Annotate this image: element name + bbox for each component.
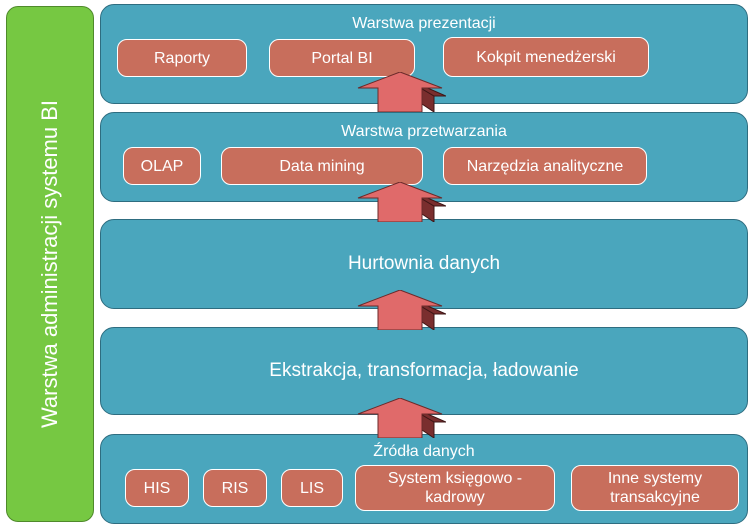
presentation-layer-title: Warstwa prezentacji bbox=[352, 15, 496, 32]
box-portal-bi: Portal BI bbox=[269, 39, 415, 77]
processing-layer: Warstwa przetwarzania OLAP Data mining N… bbox=[100, 112, 748, 202]
etl-layer-title: Ekstrakcja, transformacja, ładowanie bbox=[269, 360, 579, 381]
admin-layer-label: Warstwa administracji systemu BI bbox=[37, 99, 62, 429]
etl-layer: Ekstrakcja, transformacja, ładowanie bbox=[100, 327, 748, 415]
box-his: HIS bbox=[125, 469, 189, 507]
presentation-layer: Warstwa prezentacji Raporty Portal BI Ko… bbox=[100, 4, 748, 104]
admin-layer-bar: Warstwa administracji systemu BI bbox=[6, 6, 94, 522]
box-ris: RIS bbox=[203, 469, 267, 507]
box-olap: OLAP bbox=[123, 147, 201, 185]
arrow-warehouse-to-processing bbox=[357, 182, 446, 222]
arrow-etl-to-warehouse bbox=[357, 290, 446, 330]
arrow-sources-to-etl bbox=[357, 398, 446, 438]
box-reports: Raporty bbox=[117, 39, 247, 77]
arrow-etl-to-presentation bbox=[357, 72, 446, 112]
warehouse-layer: Hurtownia danych bbox=[100, 219, 748, 309]
box-hr-accounting-system: System księgowo - kadrowy bbox=[355, 465, 555, 511]
sources-layer-title: Źródła danych bbox=[373, 443, 475, 460]
sources-layer: Źródła danych HIS RIS LIS System księgow… bbox=[100, 434, 748, 524]
box-lis: LIS bbox=[281, 469, 343, 507]
box-analytic-tools: Narzędzia analityczne bbox=[443, 147, 647, 185]
warehouse-layer-title: Hurtownia danych bbox=[347, 253, 501, 274]
box-data-mining: Data mining bbox=[221, 147, 423, 185]
processing-layer-title: Warstwa przetwarzania bbox=[341, 123, 507, 140]
box-manager-cockpit: Kokpit menedżerski bbox=[443, 37, 649, 77]
box-other-transaction-systems: Inne systemy transakcyjne bbox=[571, 465, 739, 511]
